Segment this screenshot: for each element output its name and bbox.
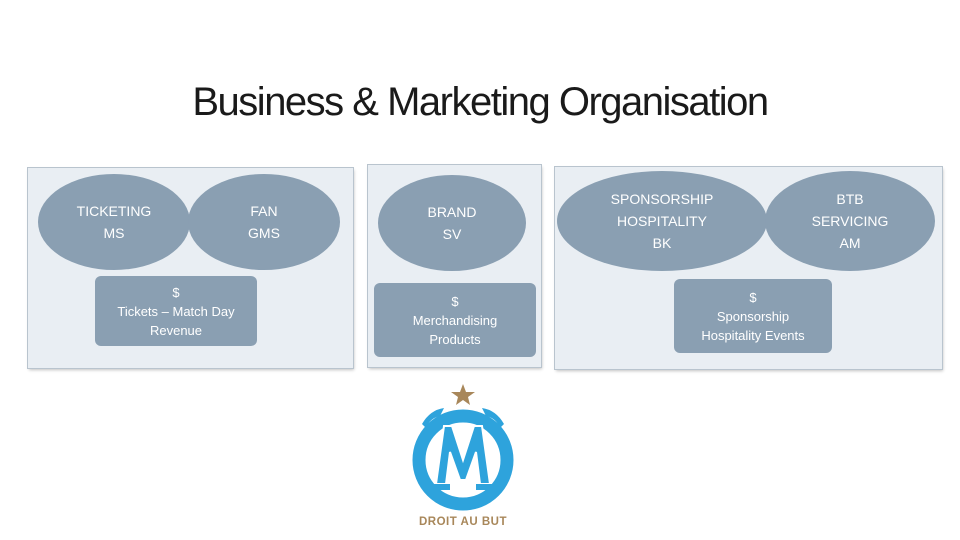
ellipse-brand[interactable]: BRAND SV [378, 175, 526, 271]
ellipse-sponsorship[interactable]: SPONSORSHIP HOSPITALITY BK [557, 171, 767, 271]
panel-brand: BRAND SV $ Merchandising Products [368, 165, 541, 367]
revenue-box-sponsorship-line1: $ [749, 289, 757, 305]
om-crest-icon: DROIT AU BUT [400, 380, 530, 530]
revenue-box-merchandising[interactable]: $ Merchandising Products [374, 283, 536, 357]
panel-ticketing-fan: TICKETING MS FAN GMS $ Tickets – Match D… [28, 168, 353, 368]
ellipse-fan[interactable]: FAN GMS [188, 174, 340, 270]
revenue-box-merchandising-line1: $ [451, 293, 459, 309]
ellipse-btb[interactable]: BTB SERVICING AM [765, 171, 935, 271]
page-title: Business & Marketing Organisation [192, 80, 769, 124]
ellipse-btb-line3: AM [839, 235, 861, 251]
ellipse-ticketing-line2: MS [103, 225, 125, 241]
revenue-box-sponsorship[interactable]: $ Sponsorship Hospitality Events [674, 279, 832, 353]
ellipse-ticketing-line1: TICKETING [76, 203, 152, 219]
revenue-box-merchandising-line2: Merchandising [412, 312, 498, 328]
revenue-box-tickets-line3: Revenue [149, 322, 203, 338]
revenue-box-merchandising-line3: Products [429, 331, 481, 347]
revenue-box-sponsorship-line3: Hospitality Events [701, 327, 805, 343]
revenue-box-tickets-line2: Tickets – Match Day [117, 303, 235, 319]
ellipse-brand-line1: BRAND [427, 204, 477, 220]
revenue-box-tickets[interactable]: $ Tickets – Match Day Revenue [95, 276, 257, 346]
ellipse-fan-line1: FAN [250, 203, 278, 219]
ellipse-btb-line1: BTB [836, 191, 864, 207]
ellipse-sponsorship-line3: BK [652, 235, 672, 251]
ellipse-fan-line2: GMS [248, 225, 280, 241]
revenue-box-tickets-line1: $ [172, 284, 180, 300]
ellipse-sponsorship-line2: HOSPITALITY [617, 213, 707, 229]
revenue-box-sponsorship-line2: Sponsorship [716, 308, 790, 324]
panel-sponsorship-btb: SPONSORSHIP HOSPITALITY BK BTB SERVICING… [555, 167, 942, 369]
ellipse-btb-line2: SERVICING [811, 213, 889, 229]
gold-star-icon [451, 384, 475, 405]
logo-motto: DROIT AU BUT [419, 516, 507, 528]
ellipse-ticketing[interactable]: TICKETING MS [38, 174, 190, 270]
ellipse-sponsorship-line1: SPONSORSHIP [610, 191, 714, 207]
ellipse-brand-line2: SV [442, 226, 462, 242]
om-crest-graphic: DROIT AU BUT [412, 384, 514, 528]
